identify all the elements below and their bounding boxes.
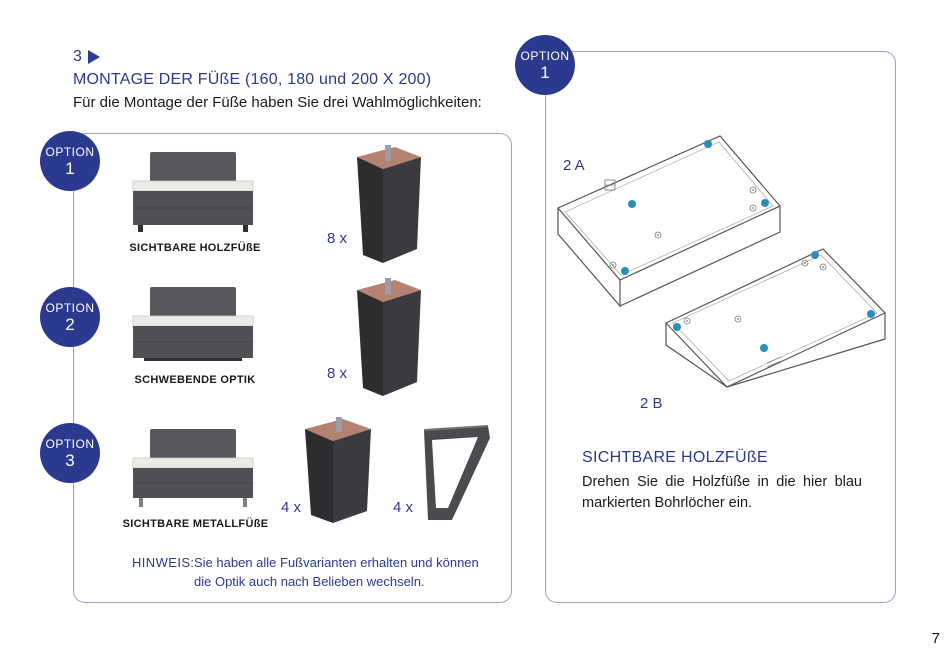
option-2-badge-label: OPTION [45, 300, 95, 315]
detail-badge-label: OPTION [520, 48, 570, 63]
intro-text: Für die Montage der Füße haben Sie drei … [73, 94, 482, 111]
page-number: 7 [931, 630, 940, 647]
option-2-caption: SCHWEBENDE OPTIK [134, 374, 256, 386]
step-indicator: 3 [73, 48, 100, 66]
wooden-foot-icon [357, 278, 421, 396]
bed-metal-feet-illustration [132, 429, 254, 507]
option-3-badge: OPTION 3 [40, 423, 100, 483]
metal-foot-icon [423, 425, 490, 520]
option-1-badge: OPTION 1 [40, 131, 100, 191]
option-3-quantity-metal: 4 x [393, 499, 414, 516]
detail-panel [545, 51, 896, 603]
option-1-quantity: 8 x [327, 230, 348, 247]
bed-floating-illustration [132, 287, 254, 361]
base-b-label: 2 B [640, 395, 663, 412]
section-title: MONTAGE DER FÜßE (160, 180 und 200 X 200… [73, 71, 432, 88]
option-3-badge-label: OPTION [45, 436, 95, 451]
detail-instructions: Drehen Sie die Holzfüße in die hier blau… [582, 474, 862, 511]
detail-title: SICHTBARE HOLZFÜßE [582, 449, 768, 466]
option-1-badge-number: 1 [65, 158, 75, 178]
option-2-badge: OPTION 2 [40, 287, 100, 347]
detail-badge-number: 1 [540, 62, 550, 82]
option-2-badge-number: 2 [65, 314, 75, 334]
option-1-badge-label: OPTION [45, 144, 95, 159]
base-frame-b-diagram [664, 248, 887, 388]
option-3-quantity-wood: 4 x [281, 499, 302, 516]
option-2-quantity: 8 x [327, 365, 348, 382]
hint-label: HINWEIS: [132, 555, 195, 570]
wooden-foot-icon [305, 417, 371, 523]
base-a-label: 2 A [563, 157, 585, 174]
wooden-foot-icon [357, 145, 421, 263]
hint-text: Sie haben alle Fußvarianten erhalten und… [194, 555, 479, 589]
option-3-badge-number: 3 [65, 450, 75, 470]
step-number: 3 [73, 48, 82, 65]
play-triangle-icon [87, 50, 100, 64]
bed-wooden-feet-illustration [132, 152, 254, 232]
hint-note: HINWEIS: Sie haben alle Fußvarianten erh… [132, 553, 479, 589]
base-frame-a-diagram [557, 135, 781, 308]
detail-option-badge: OPTION 1 [515, 35, 575, 95]
option-1-caption: SICHTBARE HOLZFÜßE [129, 242, 261, 254]
option-3-caption: SICHTBARE METALLFÜßE [122, 518, 269, 530]
